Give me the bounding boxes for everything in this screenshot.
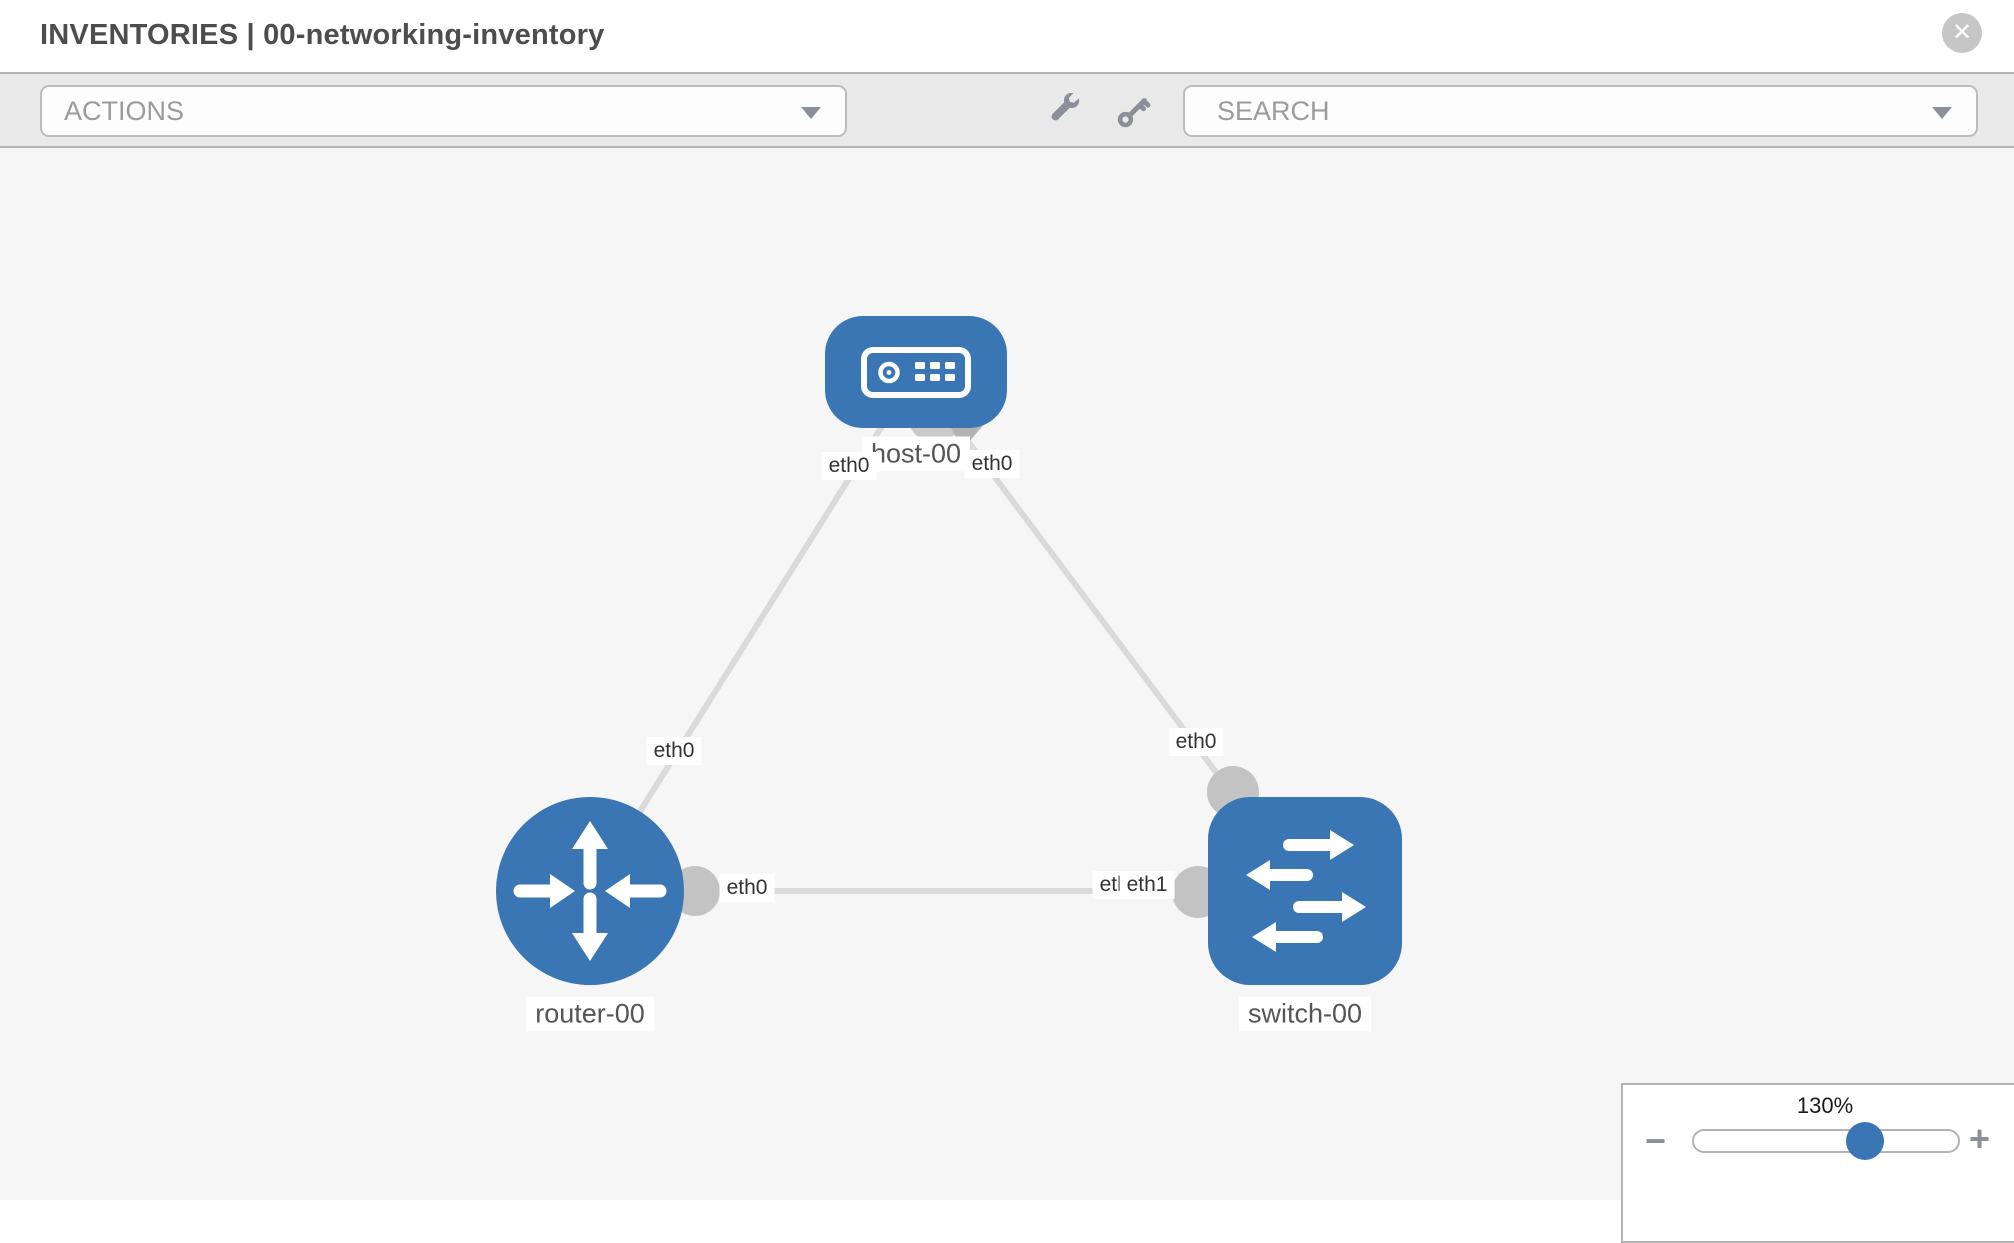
key-icon[interactable]	[1116, 93, 1152, 129]
zoom-in-button[interactable]: +	[1969, 1118, 1991, 1159]
interface-label-router-link-eth0: eth0	[646, 737, 702, 765]
page-header: INVENTORIES | 00-networking-inventory ✕	[0, 0, 2014, 74]
interface-label-switch-eth0-top: eth0	[1168, 728, 1224, 756]
interface-label-router-eth0: eth0	[719, 874, 775, 902]
node-host-00[interactable]	[825, 316, 1007, 428]
interface-label-host-eth0-left: eth0	[821, 452, 877, 480]
topology-canvas[interactable]: host-00 router-00 switch-00 eth0 eth0 et…	[0, 148, 2014, 1243]
node-router-00[interactable]	[496, 797, 684, 985]
page-title: INVENTORIES | 00-networking-inventory	[40, 19, 605, 51]
node-label-switch-00: switch-00	[1238, 996, 1372, 1032]
chevron-down-icon	[1932, 107, 1952, 119]
close-icon[interactable]: ✕	[1942, 13, 1982, 53]
interface-label-switch-eth1: eth1	[1119, 871, 1175, 899]
zoom-slider-track[interactable]	[1692, 1129, 1960, 1153]
search-dropdown[interactable]: SEARCH	[1183, 85, 1978, 137]
actions-dropdown[interactable]: ACTIONS	[40, 85, 847, 137]
node-label-host-00: host-00	[861, 436, 971, 472]
interface-label-host-eth0-right: eth0	[964, 450, 1020, 478]
zoom-slider-thumb[interactable]	[1846, 1122, 1884, 1160]
wrench-icon[interactable]	[1046, 93, 1082, 129]
zoom-control-panel: 130% − +	[1621, 1083, 2014, 1243]
node-label-router-00: router-00	[526, 996, 654, 1032]
topology-graph	[496, 316, 1402, 985]
chevron-down-icon	[801, 107, 821, 119]
zoom-level-value: 130%	[1796, 1093, 1854, 1118]
search-placeholder: SEARCH	[1217, 96, 1330, 126]
node-switch-00[interactable]	[1208, 797, 1402, 985]
toolbar: ACTIONS SEARCH	[0, 74, 2014, 148]
zoom-out-button[interactable]: −	[1645, 1120, 1667, 1161]
actions-dropdown-label: ACTIONS	[64, 96, 185, 126]
